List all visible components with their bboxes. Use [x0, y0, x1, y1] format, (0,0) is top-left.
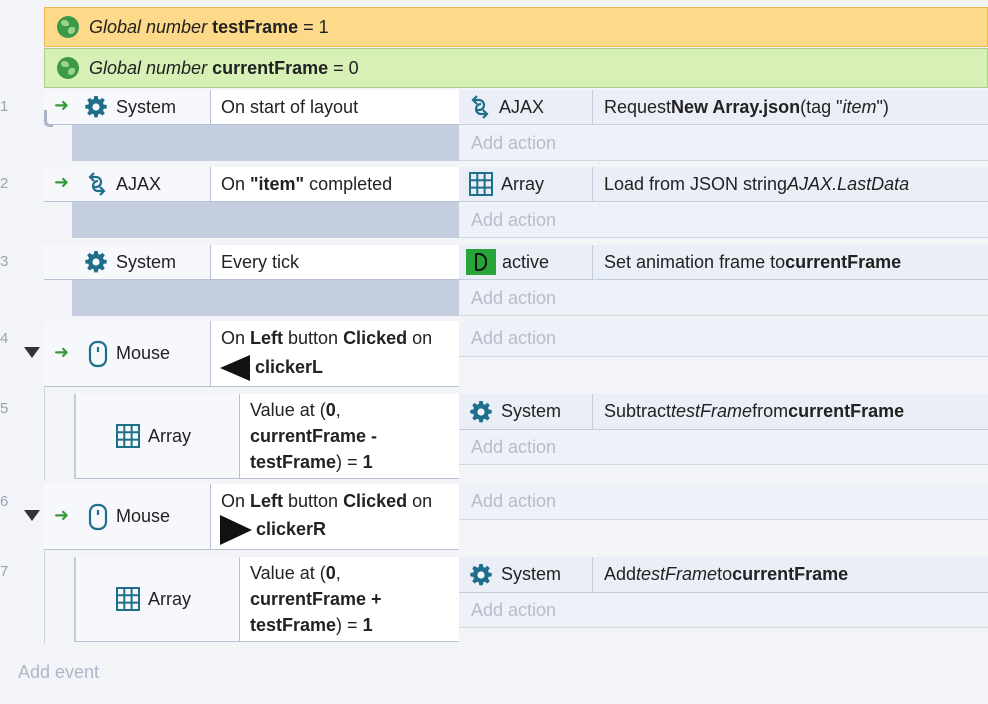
event-number: 6	[0, 493, 9, 510]
array-grid-icon	[116, 587, 140, 611]
condition-object[interactable]: Array	[74, 557, 240, 642]
sprite-thumbnail-icon	[466, 249, 496, 275]
condition-object-name: Mouse	[116, 506, 171, 526]
event-bracket	[44, 110, 53, 127]
array-grid-icon	[116, 424, 140, 448]
event-number: 1	[0, 98, 9, 115]
collapse-triangle-icon[interactable]	[24, 510, 40, 521]
action-text[interactable]: Add testFrame to currentFrame	[593, 557, 988, 593]
add-action-button[interactable]: Add action	[459, 484, 988, 520]
action-object[interactable]: System	[459, 557, 593, 593]
event-number: 5	[0, 400, 9, 417]
condition-object-name: System	[116, 96, 177, 117]
action-object-name: active	[502, 251, 550, 272]
gear-icon	[84, 250, 108, 274]
global-var-label: Global number currentFrame = 0	[89, 57, 359, 78]
mouse-icon	[88, 503, 108, 531]
condition-filler	[72, 125, 459, 161]
event-number: 3	[0, 253, 9, 270]
action-object-name: AJAX	[499, 96, 545, 117]
sub-event-line	[44, 388, 45, 480]
action-object[interactable]: System	[459, 394, 593, 430]
sub-event-line	[44, 551, 45, 643]
condition-text[interactable]: On Left button Clicked on clickerL	[211, 321, 459, 387]
action-object[interactable]: active	[459, 245, 593, 280]
add-action-button[interactable]: Add action	[459, 430, 988, 465]
condition-object[interactable]: ➜ AJAX	[44, 167, 211, 202]
trigger-arrow-icon: ➜	[54, 172, 70, 192]
trigger-arrow-icon: ➜	[54, 95, 70, 115]
ajax-icon	[86, 171, 108, 197]
condition-object[interactable]: ➜ Mouse	[44, 484, 211, 550]
action-text[interactable]: Set animation frame to currentFrame	[593, 245, 988, 280]
event-number: 7	[0, 563, 9, 580]
add-action-button[interactable]: Add action	[459, 593, 988, 628]
global-var-label: Global number testFrame = 1	[89, 16, 329, 37]
trigger-arrow-icon: ➜	[54, 342, 70, 362]
globe-icon	[57, 16, 79, 38]
add-action-button[interactable]: Add action	[459, 321, 988, 357]
global-var-testframe[interactable]: Global number testFrame = 1	[44, 7, 988, 47]
condition-object-name: Mouse	[116, 343, 171, 363]
condition-text[interactable]: On "item" completed	[211, 167, 459, 202]
condition-object[interactable]: System	[44, 245, 211, 280]
event-number: 4	[0, 330, 9, 347]
action-object-name: System	[501, 401, 562, 421]
action-object[interactable]: Array	[459, 167, 593, 202]
action-text[interactable]: Subtract testFrame from currentFrame	[593, 394, 988, 430]
action-text[interactable]: Load from JSON string AJAX.LastData	[593, 167, 988, 202]
globe-icon	[57, 57, 79, 79]
array-grid-icon	[469, 172, 493, 196]
gear-icon	[469, 400, 493, 424]
condition-text[interactable]: On Left button Clicked on clickerR	[211, 484, 459, 550]
add-action-button[interactable]: Add action	[459, 281, 988, 316]
trigger-arrow-icon: ➜	[54, 505, 70, 525]
clicker-right-sprite-icon	[220, 515, 252, 545]
add-event-button[interactable]: Add event	[18, 662, 100, 682]
global-var-currentframe[interactable]: Global number currentFrame = 0	[44, 48, 988, 88]
condition-object-name: AJAX	[116, 173, 162, 194]
clicker-left-sprite-icon	[220, 355, 250, 382]
add-action-button[interactable]: Add action	[459, 126, 988, 161]
action-object[interactable]: AJAX	[459, 90, 593, 125]
ajax-icon	[469, 94, 491, 120]
condition-text[interactable]: Value at (0, currentFrame + testFrame) =…	[240, 557, 459, 642]
gear-icon	[84, 95, 108, 119]
condition-object[interactable]: Array	[74, 394, 240, 479]
condition-object-name: System	[116, 251, 177, 272]
condition-object-name: Array	[148, 588, 192, 609]
action-object-name: Array	[501, 173, 545, 194]
gear-icon	[469, 563, 493, 587]
collapse-triangle-icon[interactable]	[24, 347, 40, 358]
condition-text[interactable]: Value at (0, currentFrame - testFrame) =…	[240, 394, 459, 479]
condition-object-name: Array	[148, 425, 192, 446]
action-object-name: System	[501, 564, 562, 584]
condition-text[interactable]: On start of layout	[211, 90, 459, 125]
add-action-button[interactable]: Add action	[459, 203, 988, 238]
action-text[interactable]: Request New Array.json (tag "item")	[593, 90, 988, 125]
condition-text[interactable]: Every tick	[211, 245, 459, 280]
mouse-icon	[88, 340, 108, 368]
condition-filler	[72, 202, 459, 238]
condition-object[interactable]: ➜ Mouse	[44, 321, 211, 387]
condition-object[interactable]: ➜ System	[44, 90, 211, 125]
condition-filler	[72, 280, 459, 316]
event-number: 2	[0, 175, 9, 192]
